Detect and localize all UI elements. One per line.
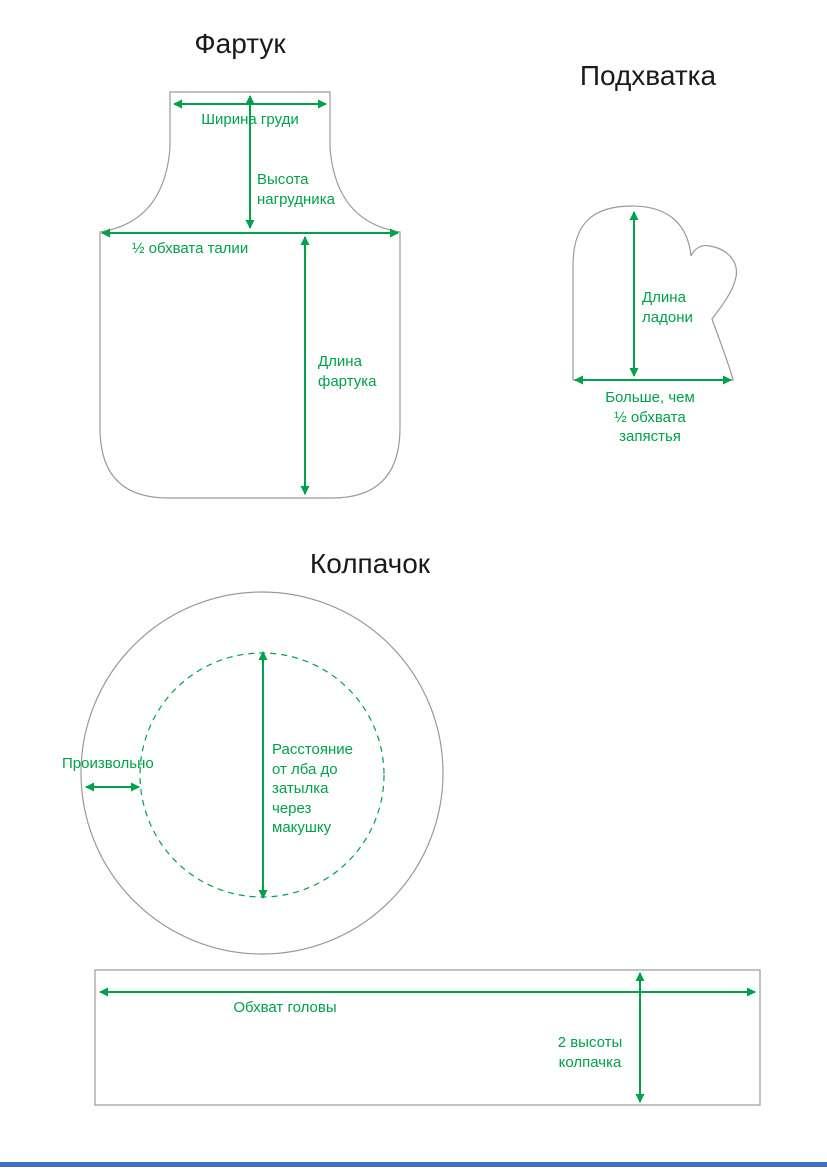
bib-height-label: Высота нагрудника: [257, 171, 335, 208]
apron-title: Фартук: [194, 28, 286, 59]
potholder-outline: [572, 205, 738, 381]
wrist-width-label: Больше, чем ½ обхвата запястья: [605, 389, 695, 445]
palm-length-label: Длина ладони: [642, 289, 693, 326]
potholder-title: Подхватка: [579, 60, 717, 91]
head-circumference-label: Обхват головы: [233, 999, 337, 1016]
apron-outline: [99, 91, 401, 499]
cap-outer-circle: [80, 591, 444, 955]
band-height-label: 2 высоты колпачка: [557, 1034, 623, 1071]
bottom-border-line: [0, 1162, 827, 1167]
half-waist-label: ½ обхвата талии: [132, 240, 249, 257]
arbitrary-label: Произвольно: [62, 755, 154, 772]
crown-distance-label: Расстояние от лба до затылка через макуш…: [272, 741, 354, 836]
cap-title: Колпачок: [309, 548, 431, 579]
cap-band-rectangle: [94, 969, 761, 1106]
apron-length-label: Длина фартука: [318, 353, 377, 390]
chest-width-label: Ширина груди: [201, 111, 299, 128]
